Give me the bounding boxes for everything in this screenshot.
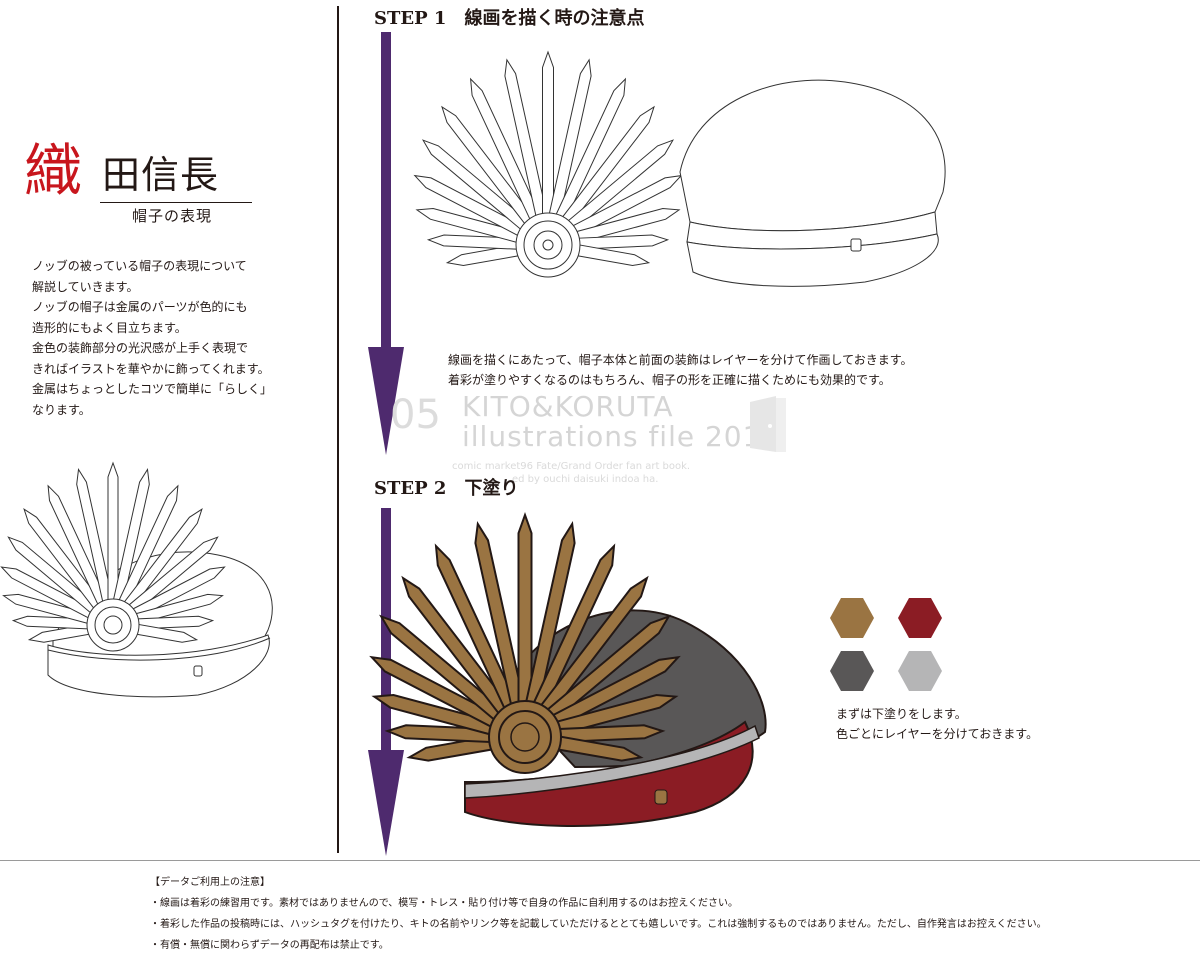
watermark-line1: KITO&KORUTA [462, 390, 674, 423]
intro-line: 金色の装飾部分の光沢感が上手く表現で [32, 341, 249, 355]
plume-spike [107, 461, 119, 604]
title-underline [100, 202, 252, 203]
watermark-title: KITO&KORUTA illustrations file 2019 [462, 392, 780, 452]
plume-spike [517, 512, 533, 706]
step2-description: まずは下塗りをします。 色ごとにレイヤーを分けておきます。 [836, 704, 1038, 744]
intro-line: ノッブの帽子は金属のパーツが色的にも [32, 300, 248, 314]
watermark-line3: comic market96 Fate/Grand Order fan art … [452, 461, 691, 472]
intro-line: 造形的にもよく目立ちます。 [32, 320, 187, 335]
intro-line: 金属はちょっとしたコツで簡単に「らしく」 [32, 382, 273, 396]
title-first-char: 織 [24, 137, 83, 205]
step1-desc-line: 線画を描くにあたって、帽子本体と前面の装飾はレイヤーを分けて作画しておきます。 [448, 353, 913, 367]
title-subtitle: 帽子の表現 [132, 207, 213, 225]
hat-lineart-preview [0, 461, 273, 698]
intro-text: ノッブの被っている帽子の表現について 解説していきます。 ノッブの帽子は金属のパ… [32, 256, 280, 420]
step1-desc-line: 着彩が塗りやすくなるのはもちろん、帽子の形を正確に描くためにも効果的です。 [448, 373, 891, 387]
plume-spike [542, 50, 554, 218]
cap-lineart [679, 79, 946, 287]
plume-lineart [413, 50, 683, 278]
swatch-light-gray [898, 651, 942, 691]
step1-arrow [368, 32, 404, 455]
intro-line: きればイラストを華やかに飾ってくれます。 [32, 361, 270, 376]
watermark-line2: illustrations file 2019 [462, 420, 781, 453]
step1-description: 線画を描くにあたって、帽子本体と前面の装飾はレイヤーを分けて作画しておきます。 … [448, 350, 913, 390]
step2-desc-line: まずは下塗りをします。 [836, 707, 967, 721]
step2-desc-line: 色ごとにレイヤーを分けておきます。 [836, 727, 1039, 741]
notes-line: ・有償・無償に関わらずデータの再配布は禁止です。 [150, 940, 389, 951]
step2-heading: STEP 2 下塗り [374, 478, 519, 499]
watermark-number: 05 [390, 392, 441, 438]
swatch-dark-gray [830, 651, 874, 691]
step2-arrow [368, 508, 404, 856]
footer-divider [0, 860, 1200, 861]
watermark-footer: comic market96 Fate/Grand Order fan art … [452, 460, 690, 486]
hat-base-colored [369, 512, 767, 827]
door-icon [750, 396, 786, 452]
watermark-line4: ed by ouchi daisuki indoa ha. [512, 474, 659, 485]
title-rest: 田信長 [102, 153, 220, 197]
usage-notes: 【データご利用上の注意】 ・線画は着彩の練習用です。素材ではありませんので、模写… [150, 872, 1047, 956]
intro-line: ノッブの被っている帽子の表現について [32, 259, 247, 273]
notes-line: ・着彩した作品の投稿時には、ハッシュタグを付けたり、キトの名前やリンク等を記載し… [150, 919, 1047, 930]
notes-line: ・線画は着彩の練習用です。素材ではありませんので、模写・トレス・貼り付け等で自身… [150, 898, 738, 909]
notes-heading: 【データご利用上の注意】 [150, 877, 270, 888]
swatch-gold [830, 598, 874, 638]
intro-line: なります。 [32, 402, 91, 417]
step1-heading: STEP 1 線画を描く時の注意点 [374, 8, 645, 29]
swatch-red [898, 598, 942, 638]
vertical-divider [337, 6, 339, 853]
intro-line: 解説していきます。 [32, 279, 139, 294]
